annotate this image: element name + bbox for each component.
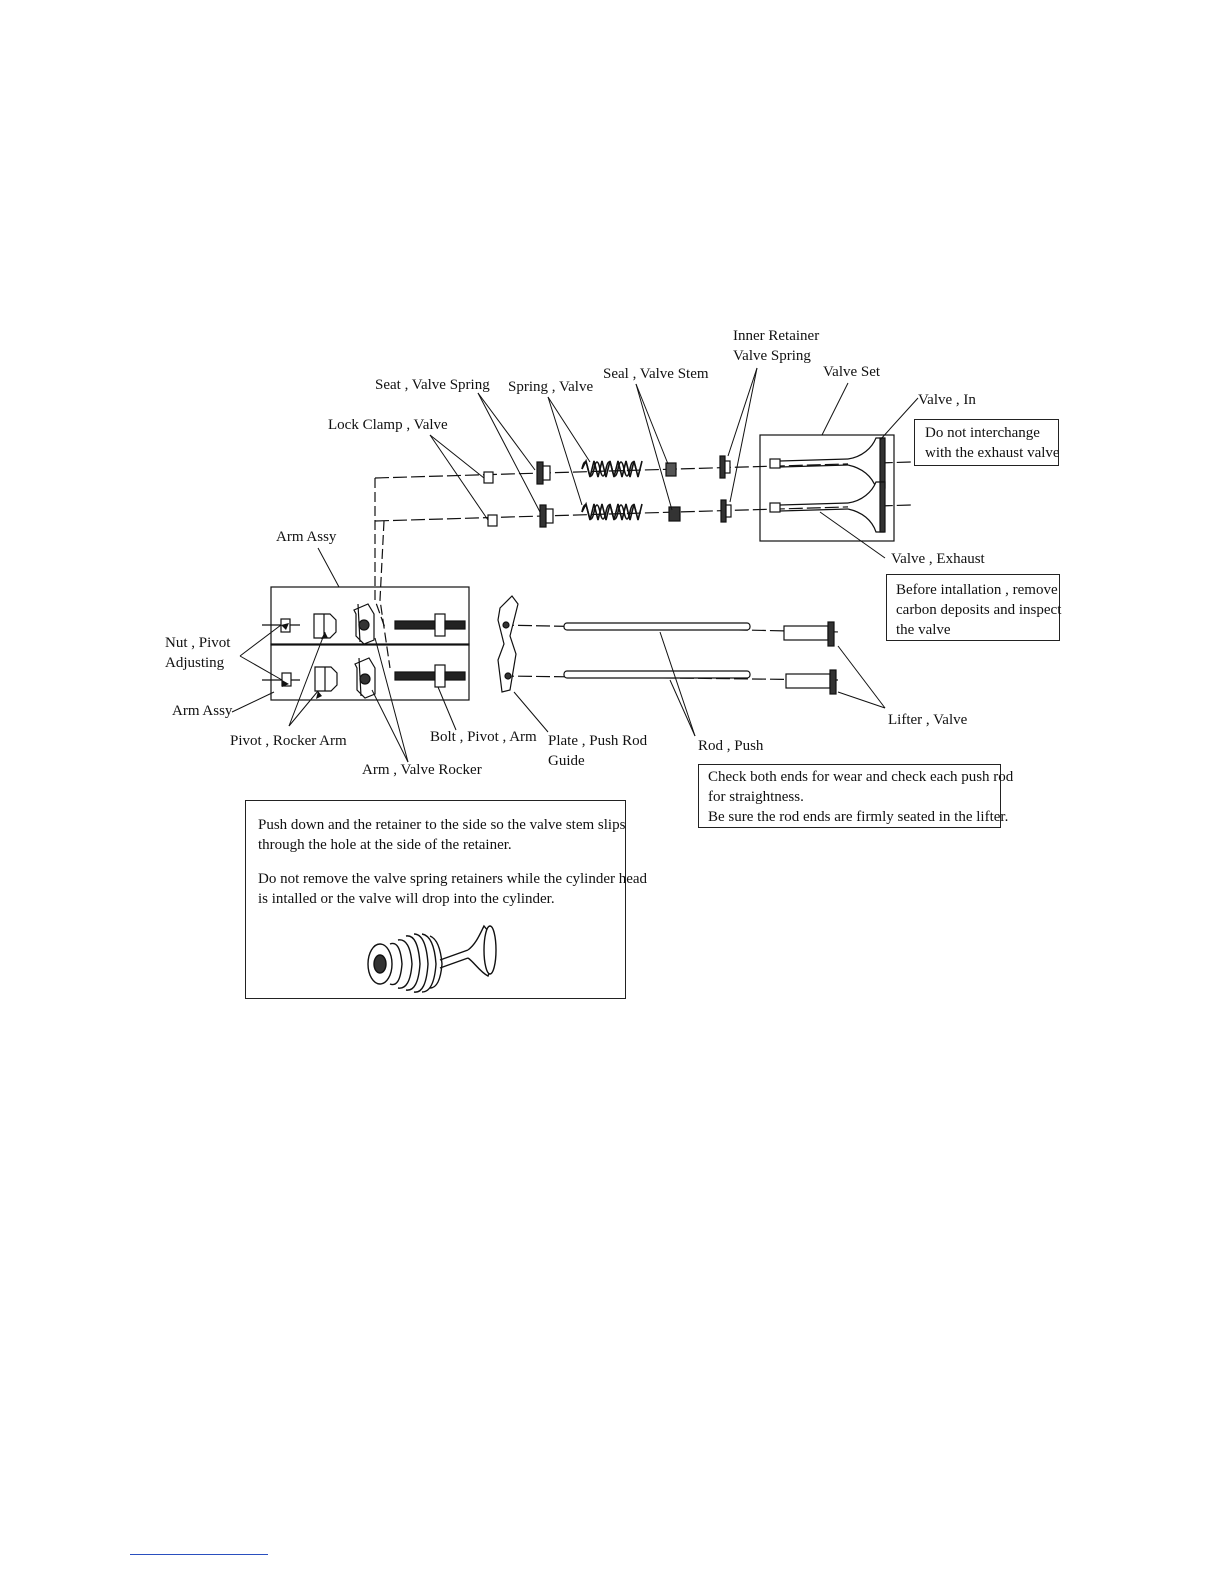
note-before-installation: Before intallation , remove carbon depos… xyxy=(886,574,1061,641)
inner-retainer-icon xyxy=(719,455,732,523)
label-arm-assy-bottom: Arm Assy xyxy=(172,703,233,719)
note-valve-spring-retainer: Push down and the retainer to the side s… xyxy=(245,800,647,999)
label-valve-exhaust: Valve , Exhaust xyxy=(891,551,985,567)
label-valve-in: Valve , In xyxy=(918,392,976,408)
exhaust-valve-icon xyxy=(769,481,886,533)
label-pivot-rocker-arm: Pivot , Rocker Arm xyxy=(230,733,347,749)
label-bolt-pivot-arm: Bolt , Pivot , Arm xyxy=(430,729,537,745)
leader-lines xyxy=(231,367,919,763)
valve-spring-icon xyxy=(581,458,643,521)
note-do-not-interchange: Do not interchange with the exhaust valv… xyxy=(914,419,1060,466)
intake-valve-icon xyxy=(769,437,886,489)
label-nut-pivot-adjusting: Nut , Pivot Adjusting xyxy=(165,635,231,671)
valve-spring-seat-icon xyxy=(536,461,554,528)
pivot-arm-bolt-icon xyxy=(394,613,466,688)
label-rod-push: Rod , Push xyxy=(698,738,764,754)
note-check-push-rod: Check both ends for wear and check each … xyxy=(698,764,1013,828)
label-seal-valve-stem: Seal , Valve Stem xyxy=(603,366,709,382)
label-arm-assy-top: Arm Assy xyxy=(276,529,337,545)
valve-rocker-arm-icon xyxy=(353,603,376,699)
push-rod-icon xyxy=(563,622,751,679)
label-lifter-valve: Lifter , Valve xyxy=(888,712,968,728)
arm-assy-box-bottom xyxy=(270,643,470,701)
valve-spring-retainer-illustration-icon xyxy=(367,924,497,993)
label-lock-clamp: Lock Clamp , Valve xyxy=(328,417,448,433)
label-inner-retainer: Inner Retainer Valve Spring xyxy=(733,328,820,364)
label-plate-push-rod-guide: Plate , Push Rod Guide xyxy=(548,733,648,769)
label-arm-valve-rocker: Arm , Valve Rocker xyxy=(362,762,482,778)
label-seat-valve-spring: Seat , Valve Spring xyxy=(375,377,490,393)
label-spring-valve: Spring , Valve xyxy=(508,379,594,395)
rocker-arm-pivot-icon xyxy=(313,613,338,692)
label-valve-set: Valve Set xyxy=(823,364,881,380)
footer-rule xyxy=(130,1554,268,1555)
valve-set-box xyxy=(759,434,895,542)
valve-lifter-icon xyxy=(783,621,837,695)
arrowheads xyxy=(281,623,328,699)
push-rod-guide-plate-icon xyxy=(497,595,519,693)
valve-stem-seal-icon xyxy=(665,462,681,522)
arm-assy-box-top xyxy=(270,586,470,646)
